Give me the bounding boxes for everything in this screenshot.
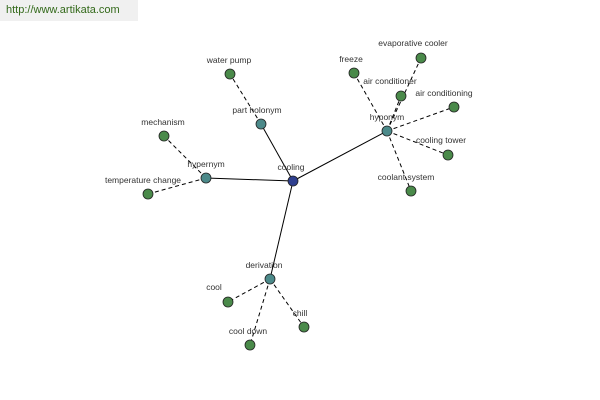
term-dot[interactable] [442, 149, 454, 161]
relation-dot[interactable] [255, 118, 267, 130]
term-label: cooling tower [416, 135, 466, 145]
edge-part-holonym-water-pump [229, 73, 262, 125]
root-dot[interactable] [287, 175, 299, 187]
edge-derivation-chill [269, 278, 305, 328]
term-label: mechanism [141, 117, 184, 127]
term-node-cooling-tower[interactable]: cooling tower [416, 135, 466, 161]
edge-hyponym-coolant-system [386, 130, 412, 192]
term-node-temperature-change[interactable]: temperature change [105, 175, 181, 200]
edge-hypernym-temperature-change [147, 177, 207, 195]
term-node-mechanism[interactable]: mechanism [141, 117, 185, 142]
term-label: air conditioning [415, 88, 472, 98]
term-label: cool [206, 282, 222, 292]
relation-label: part holonym [232, 105, 281, 115]
term-label: chill [293, 308, 308, 318]
term-node-cool[interactable]: cool [206, 282, 234, 308]
relation-dot[interactable] [200, 172, 212, 184]
edge-hypernym-mechanism [163, 135, 207, 179]
term-dot[interactable] [348, 67, 360, 79]
term-dot[interactable] [448, 101, 460, 113]
term-node-air-conditioner[interactable]: air conditioner [363, 76, 417, 102]
term-label: temperature change [105, 175, 181, 185]
edge-derivation-cool [227, 278, 271, 303]
relation-node-derivation[interactable]: derivation [246, 260, 283, 285]
edge-hyponym-air-conditioning [386, 106, 455, 132]
term-node-freeze[interactable]: freeze [339, 54, 363, 79]
term-node-chill[interactable]: chill [293, 308, 310, 333]
term-dot[interactable] [244, 339, 256, 351]
term-dot[interactable] [415, 52, 427, 64]
term-dot[interactable] [224, 68, 236, 80]
term-label: evaporative cooler [378, 38, 448, 48]
term-dot[interactable] [158, 130, 170, 142]
term-node-coolant-system[interactable]: coolant system [378, 172, 435, 197]
edge-root-part-holonym [260, 123, 294, 182]
relation-node-part-holonym[interactable]: part holonym [232, 105, 282, 130]
artikata-link[interactable]: http://www.artikata.com [6, 4, 120, 16]
edge-hyponym-cooling-tower [386, 130, 449, 156]
root-node-root[interactable]: cooling [278, 162, 305, 187]
term-dot[interactable] [395, 90, 407, 102]
edge-root-hyponym [292, 130, 388, 182]
term-dot[interactable] [142, 188, 154, 200]
relation-dot[interactable] [264, 273, 276, 285]
term-label: freeze [339, 54, 363, 64]
edge-derivation-cool-down [249, 278, 271, 346]
term-node-evaporative-cooler[interactable]: evaporative cooler [378, 38, 448, 64]
url-banner: http://www.artikata.com [0, 0, 138, 21]
relation-node-hyponym[interactable]: hyponym [370, 112, 405, 137]
relation-dot[interactable] [381, 125, 393, 137]
term-label: water pump [206, 55, 252, 65]
edge-root-hypernym [205, 177, 294, 182]
term-dot[interactable] [222, 296, 234, 308]
term-label: cool down [229, 326, 268, 336]
relation-label: hyponym [370, 112, 405, 122]
term-node-air-conditioning[interactable]: air conditioning [415, 88, 473, 113]
relation-label: hypernym [187, 159, 224, 169]
term-label: coolant system [378, 172, 435, 182]
term-label: air conditioner [363, 76, 417, 86]
term-dot[interactable] [405, 185, 417, 197]
root-label: cooling [278, 162, 305, 172]
edge-root-derivation [269, 180, 294, 280]
relation-label: derivation [246, 260, 283, 270]
term-dot[interactable] [298, 321, 310, 333]
relation-node-hypernym[interactable]: hypernym [187, 159, 225, 184]
term-node-water-pump[interactable]: water pump [206, 55, 252, 80]
term-node-cool-down[interactable]: cool down [229, 326, 268, 351]
edge-hyponym-air-conditioner [386, 95, 402, 132]
